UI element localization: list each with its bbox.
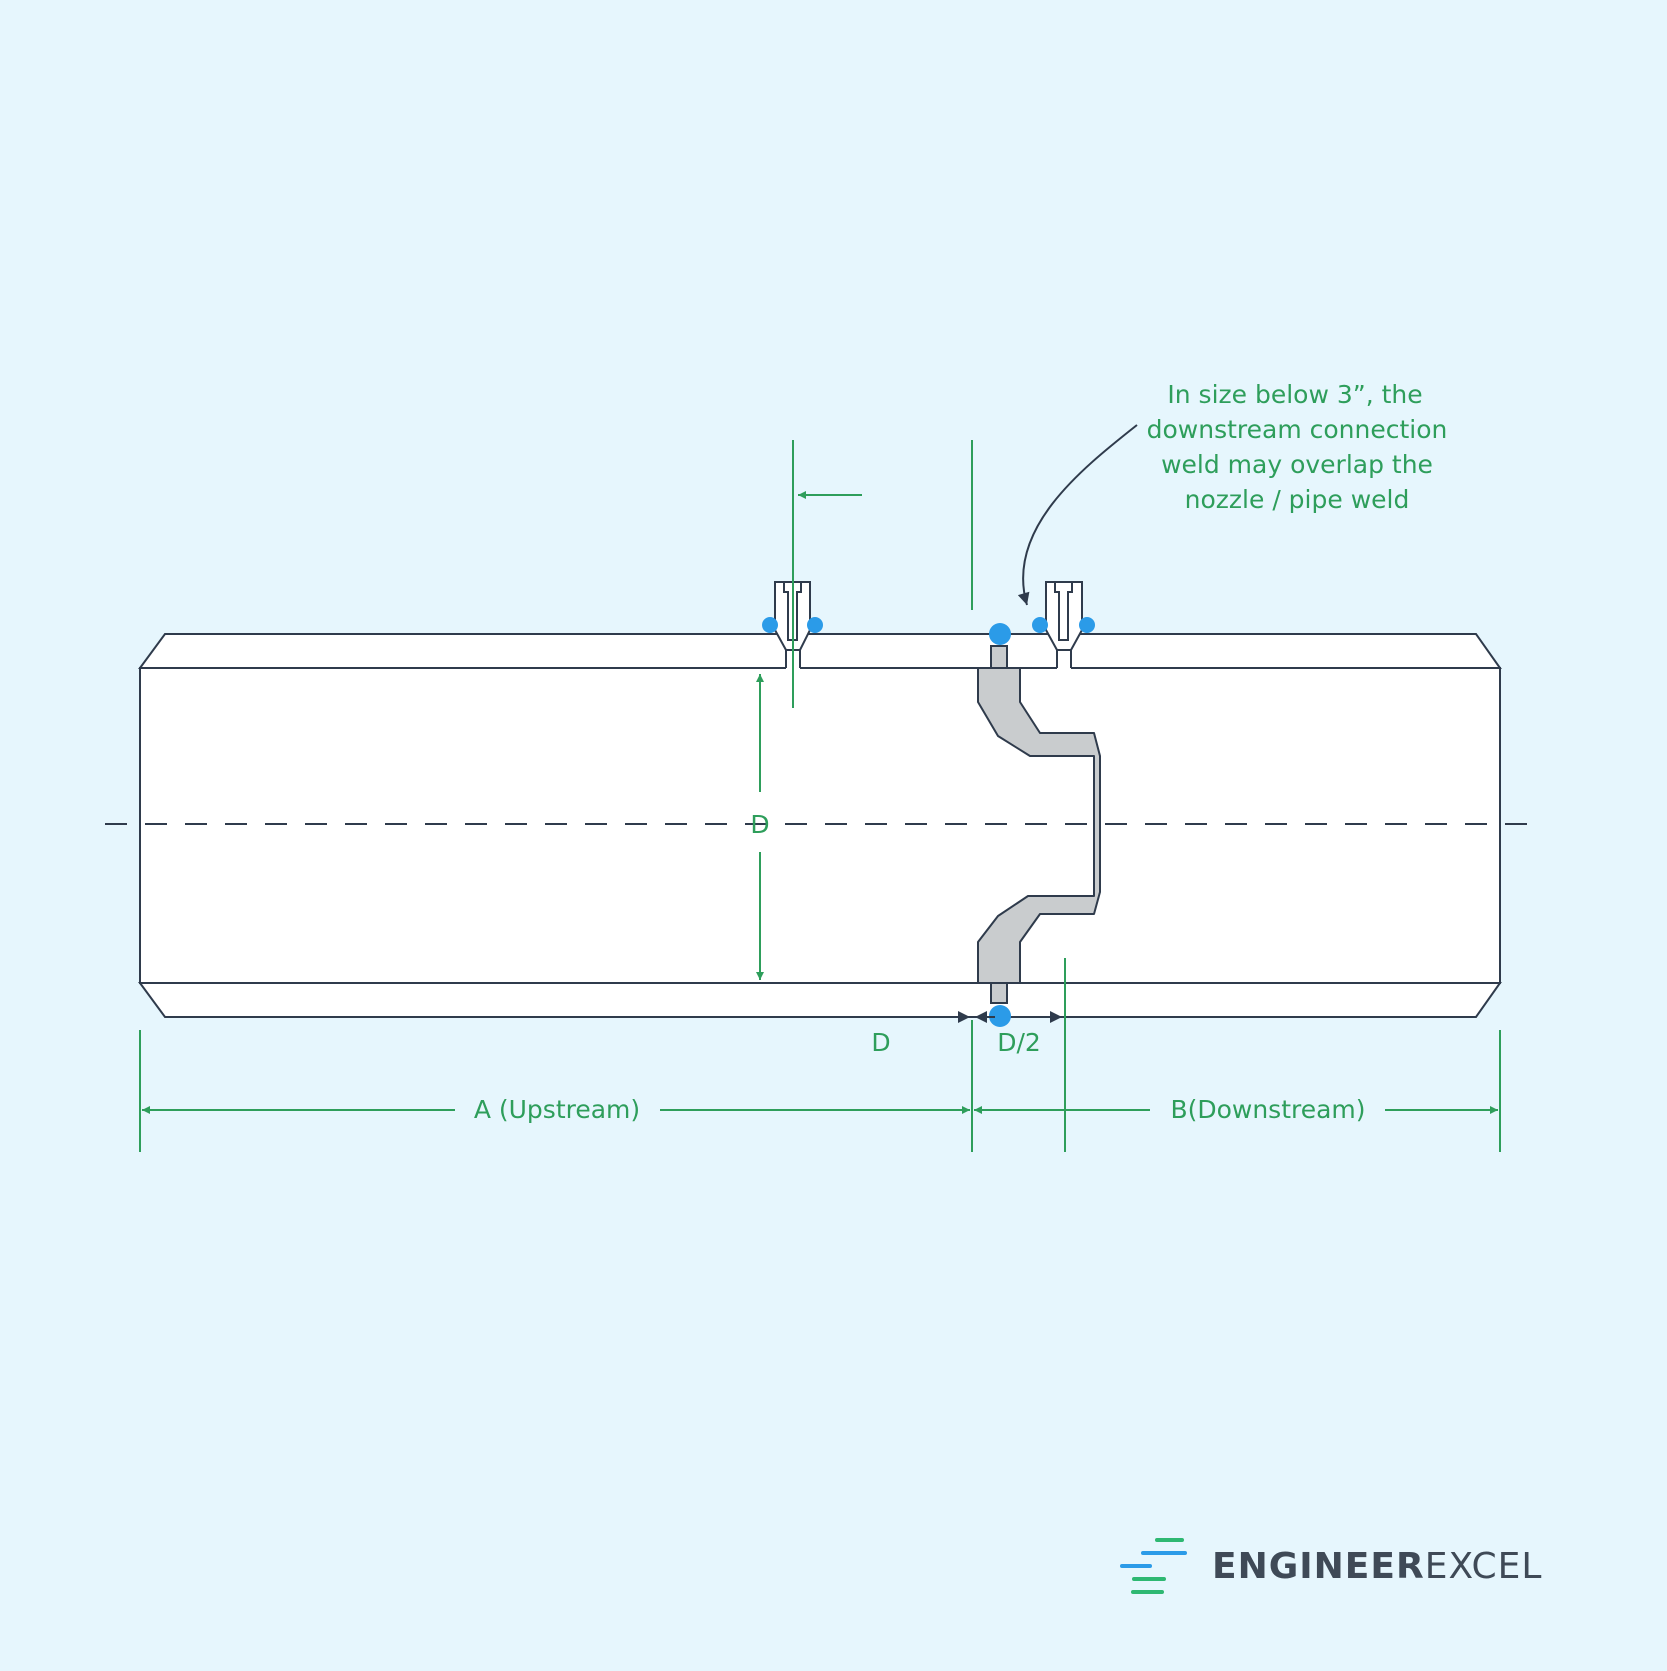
brand-part-excel: EXCEL: [1425, 1546, 1543, 1587]
d-half-label: D/2: [997, 1028, 1041, 1057]
note-line-2: downstream connection: [1147, 415, 1448, 444]
pipe-bottom-wall: [138, 982, 1502, 1018]
pipe-top-wall: [138, 633, 1502, 669]
downstream-nozzle-weld-right: [1079, 617, 1095, 633]
note-line-3: weld may overlap the: [1161, 450, 1433, 479]
speed-lines-icon: [1120, 1538, 1187, 1594]
diameter-label: D: [750, 810, 769, 839]
downstream-length-label: B(Downstream): [1170, 1095, 1365, 1124]
note-line-4: nozzle / pipe weld: [1185, 485, 1410, 514]
pipe: [138, 633, 1502, 1018]
downstream-tap-nozzle: [1045, 581, 1083, 651]
orifice-top-weld: [989, 623, 1011, 645]
brand-logo: ENGINEEREXCEL: [1120, 1538, 1542, 1594]
brand-part-engineer: ENGINEER: [1212, 1546, 1425, 1587]
orifice-plate: [977, 645, 1101, 1004]
upstream-nozzle-weld-right: [807, 617, 823, 633]
orifice-bottom-weld: [989, 1005, 1011, 1027]
upstream-length-label: A (Upstream): [474, 1095, 640, 1124]
brand-name: ENGINEEREXCEL: [1212, 1546, 1542, 1587]
note-line-1: In size below 3”, the: [1167, 380, 1422, 409]
callout-leader-arrow: [1017, 424, 1138, 606]
downstream-nozzle-weld-left: [1032, 617, 1048, 633]
upstream-nozzle-weld-left: [762, 617, 778, 633]
pipe-bore: [139, 667, 1501, 984]
d-spacing-label: D: [871, 1028, 890, 1057]
